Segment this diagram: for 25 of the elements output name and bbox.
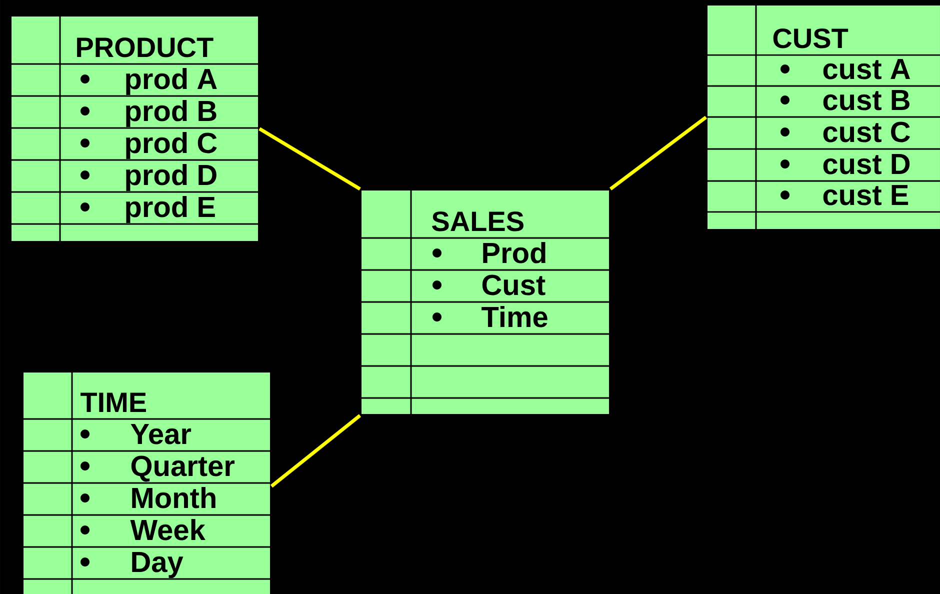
table-item: Time — [482, 306, 548, 328]
table-heading: PRODUCT — [77, 37, 214, 58]
table-item: Prod — [483, 242, 546, 264]
connector-line — [270, 414, 362, 488]
table-item: prod B — [126, 100, 216, 128]
table-item: cust E — [823, 185, 908, 206]
table-item: cust B — [823, 90, 910, 110]
table-item: Month — [132, 486, 216, 508]
table-heading: CUST — [773, 28, 848, 48]
table-heading: TIME — [80, 392, 146, 412]
table-item: Day — [132, 552, 184, 578]
table-item: Week — [130, 518, 206, 540]
connector-line — [258, 127, 361, 190]
table-heading: SALES — [432, 211, 524, 232]
table-item: prod C — [126, 132, 217, 160]
table-item: prod D — [126, 164, 216, 192]
table-item: cust A — [823, 59, 910, 80]
table-item: prod A — [126, 68, 217, 96]
table-item: prod E — [126, 196, 215, 224]
table-item: cust D — [823, 154, 910, 174]
table-item: cust C — [823, 122, 910, 142]
connector-line — [609, 116, 708, 190]
table-item: Cust — [482, 274, 546, 296]
table-item: Year — [130, 424, 192, 444]
table-item: Quarter — [131, 456, 235, 482]
